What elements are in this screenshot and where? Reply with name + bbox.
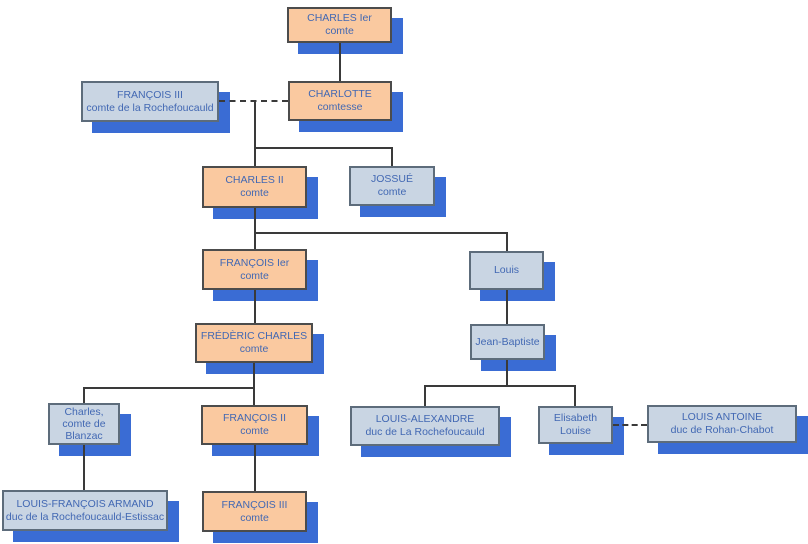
node-label: LOUIS-FRANÇOIS ARMAND	[16, 497, 154, 510]
node-label: FRANÇOIS II	[222, 412, 286, 424]
connector-jeanbaptiste-drop	[506, 360, 508, 387]
node-sublabel: comtesse	[317, 101, 363, 113]
node-elisabeth-louise[interactable]: Elisabeth Louise	[538, 406, 613, 444]
node-label: CHARLOTTE	[308, 88, 372, 100]
connector-blanzac-armand	[83, 445, 85, 490]
connector-francois2-francois3	[254, 445, 256, 491]
node-sublabel: comte	[325, 25, 354, 37]
connector-drop-louis	[506, 232, 508, 251]
node-label: Louis	[493, 264, 520, 276]
connector-children-row3	[254, 147, 393, 149]
node-francois-iii[interactable]: FRANÇOIS III comte	[202, 491, 307, 532]
connector-children-row6-right	[424, 385, 576, 387]
node-francois-iii-rochefoucauld[interactable]: FRANÇOIS III comte de la Rochefoucauld	[81, 81, 219, 122]
connector-drop-elisabeth	[574, 385, 576, 406]
node-charles-ii[interactable]: CHARLES II comte	[202, 166, 307, 208]
node-sublabel2: Blanzac	[65, 430, 103, 442]
node-sublabel: duc de La Rochefoucauld	[365, 426, 485, 438]
node-label: FRANÇOIS III	[221, 498, 288, 511]
connector-marriage-elisabeth-louis-antoine	[613, 424, 647, 426]
node-sublabel: duc de la Rochefoucauld-Estissac	[5, 510, 165, 523]
node-label: CHARLES II	[225, 174, 284, 186]
node-sublabel: comte	[240, 425, 269, 437]
node-label: FRÉDÈRIC CHARLES	[200, 330, 308, 342]
node-label: Elisabeth	[553, 412, 598, 424]
node-sublabel: comte de	[62, 418, 106, 430]
node-louis-antoine[interactable]: LOUIS ANTOINE duc de Rohan-Chabot	[647, 405, 797, 443]
connector-louis-jeanbaptiste	[506, 290, 508, 324]
node-jossue[interactable]: JOSSUÉ comte	[349, 166, 435, 206]
node-sublabel: comte de la Rochefoucauld	[86, 101, 214, 114]
connector-children-row6-left	[83, 387, 255, 389]
node-label: LOUIS ANTOINE	[681, 411, 763, 423]
connector-drop-blanzac	[83, 387, 85, 403]
node-sublabel: duc de Rohan-Chabot	[670, 424, 774, 436]
connector-drop-jossue	[391, 147, 393, 166]
node-label: JOSSUÉ	[370, 173, 413, 185]
node-francois-ii[interactable]: FRANÇOIS II comte	[201, 405, 308, 445]
node-sublabel: comte	[240, 269, 269, 282]
node-label: FRANÇOIS III	[117, 88, 183, 101]
node-jean-baptiste[interactable]: Jean-Baptiste	[470, 324, 545, 360]
connector-drop-louis-alexandre	[424, 385, 426, 406]
node-charles-ier[interactable]: CHARLES Ier comte	[287, 7, 392, 43]
node-sublabel: Louise	[560, 425, 591, 437]
node-charles-blanzac[interactable]: Charles, comte de Blanzac	[48, 403, 120, 445]
node-sublabel: comte	[240, 511, 269, 524]
node-sublabel: comte	[377, 186, 407, 198]
connector-francois1-frederic	[254, 290, 256, 323]
node-louis-francois-armand[interactable]: LOUIS-FRANÇOIS ARMAND duc de la Rochefou…	[2, 490, 168, 531]
node-louis-alexandre[interactable]: LOUIS-ALEXANDRE duc de La Rochefoucauld	[350, 406, 500, 446]
node-label: LOUIS-ALEXANDRE	[375, 413, 475, 425]
node-francois-ier[interactable]: FRANÇOIS Ier comte	[202, 249, 307, 290]
connector-children-row4	[254, 232, 508, 234]
connector-charles1-charlotte	[339, 43, 341, 81]
node-label: Jean-Baptiste	[475, 335, 540, 348]
node-sublabel: comte	[239, 343, 269, 355]
connector-marriage-francois3-charlotte	[219, 100, 288, 102]
connector-charles2-francois1	[254, 208, 256, 249]
node-frederic-charles[interactable]: FRÉDÈRIC CHARLES comte	[195, 323, 313, 363]
node-sublabel: comte	[240, 187, 269, 199]
node-charlotte[interactable]: CHARLOTTE comtesse	[288, 81, 392, 121]
connector-frederic-francois2	[253, 363, 255, 405]
connector-marriage-drop	[254, 101, 256, 166]
node-label: FRANÇOIS Ier	[219, 256, 290, 269]
node-louis[interactable]: Louis	[469, 251, 544, 290]
node-label: Charles,	[64, 406, 104, 418]
node-label: CHARLES Ier	[307, 12, 372, 24]
